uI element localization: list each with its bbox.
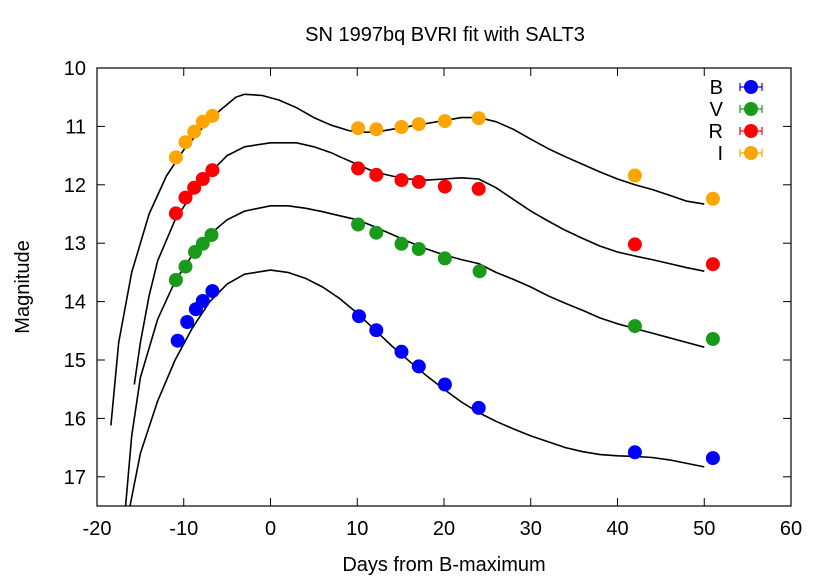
legend-marker-v <box>744 102 758 116</box>
data-point-i <box>471 111 486 126</box>
data-point-r <box>627 237 642 252</box>
y-tick-label: 16 <box>64 408 86 430</box>
data-point-i <box>437 114 452 129</box>
data-point-r <box>705 257 720 272</box>
data-point-v <box>369 225 384 240</box>
data-point-b <box>352 309 366 324</box>
data-point-i <box>168 150 183 165</box>
x-tick-label: 50 <box>693 518 715 540</box>
data-point-r <box>437 179 452 194</box>
data-point-b <box>205 284 220 299</box>
x-tick-label: 60 <box>780 518 802 540</box>
data-point-r <box>178 190 193 205</box>
data-point-b <box>627 445 642 460</box>
data-point-i <box>705 191 720 206</box>
chart-title: SN 1997bq BVRI fit with SALT3 <box>305 24 585 46</box>
data-point-i <box>369 122 384 137</box>
fit-curve-b <box>129 269 705 507</box>
data-point-i <box>351 121 366 136</box>
data-point-r <box>369 167 384 182</box>
fit-curve-i <box>110 93 705 426</box>
data-point-b <box>411 359 426 374</box>
x-tick-label: 30 <box>520 518 542 540</box>
data-point-v <box>411 242 426 256</box>
data-points <box>168 108 720 466</box>
legend-marker-r <box>744 124 758 138</box>
data-point-r <box>471 181 486 196</box>
data-point-v <box>627 319 642 334</box>
y-axis-title: Magnitude <box>12 240 34 333</box>
data-point-r <box>411 174 426 189</box>
x-tick-label: 20 <box>433 518 455 540</box>
data-point-r <box>394 173 409 188</box>
x-tick-label: -20 <box>83 518 112 540</box>
data-point-i <box>627 168 642 183</box>
data-point-r <box>205 163 220 178</box>
x-tick-label: 0 <box>265 518 276 540</box>
data-point-b <box>471 400 486 415</box>
y-tick-label: 11 <box>65 116 86 138</box>
data-point-v <box>351 217 366 232</box>
legend-label-b: B <box>710 77 723 99</box>
data-point-i <box>411 117 426 132</box>
data-point-b <box>394 344 409 359</box>
data-point-v <box>178 259 193 274</box>
x-tick-label: -10 <box>169 518 198 540</box>
data-point-v <box>168 273 183 287</box>
data-point-i <box>205 108 220 123</box>
plot-frame <box>96 67 792 507</box>
y-tick-label: 12 <box>64 175 86 197</box>
legend-label-i: I <box>717 143 723 165</box>
y-tick-label: 13 <box>64 233 86 255</box>
y-tick-label: 10 <box>64 58 86 80</box>
y-tick-label: 14 <box>64 292 86 314</box>
y-tick-label: 15 <box>64 350 86 372</box>
data-point-b <box>170 333 185 348</box>
data-point-r <box>187 180 202 195</box>
data-point-v <box>204 228 219 242</box>
legend-label-v: V <box>710 99 724 121</box>
data-point-v <box>705 332 720 346</box>
x-tick-label: 10 <box>346 518 368 540</box>
data-point-r <box>195 172 210 186</box>
data-point-b <box>437 377 452 392</box>
data-point-i <box>187 124 202 139</box>
data-point-i <box>394 120 409 134</box>
data-point-v <box>437 251 452 266</box>
x-tick-label: 40 <box>606 518 628 540</box>
legend-label-r: R <box>709 121 723 143</box>
data-point-i <box>178 135 193 150</box>
data-point-b <box>705 451 720 466</box>
legend: BVRI <box>709 77 763 165</box>
x-axis-ticks: -20 -10 0 10 20 30 40 50 60 <box>83 68 802 540</box>
data-point-b <box>195 294 210 308</box>
data-point-v <box>472 264 487 279</box>
data-point-v <box>195 236 210 251</box>
data-point-b <box>369 323 384 338</box>
data-point-v <box>394 236 409 251</box>
data-point-b <box>180 315 195 329</box>
legend-marker-b <box>744 80 758 94</box>
data-point-r <box>168 206 183 221</box>
y-axis-ticks: 10 11 12 13 14 15 16 17 <box>64 58 791 489</box>
x-axis-title: Days from B-maximum <box>342 554 545 576</box>
legend-marker-i <box>744 146 758 160</box>
y-tick-label: 17 <box>64 467 86 489</box>
data-point-r <box>351 161 366 176</box>
